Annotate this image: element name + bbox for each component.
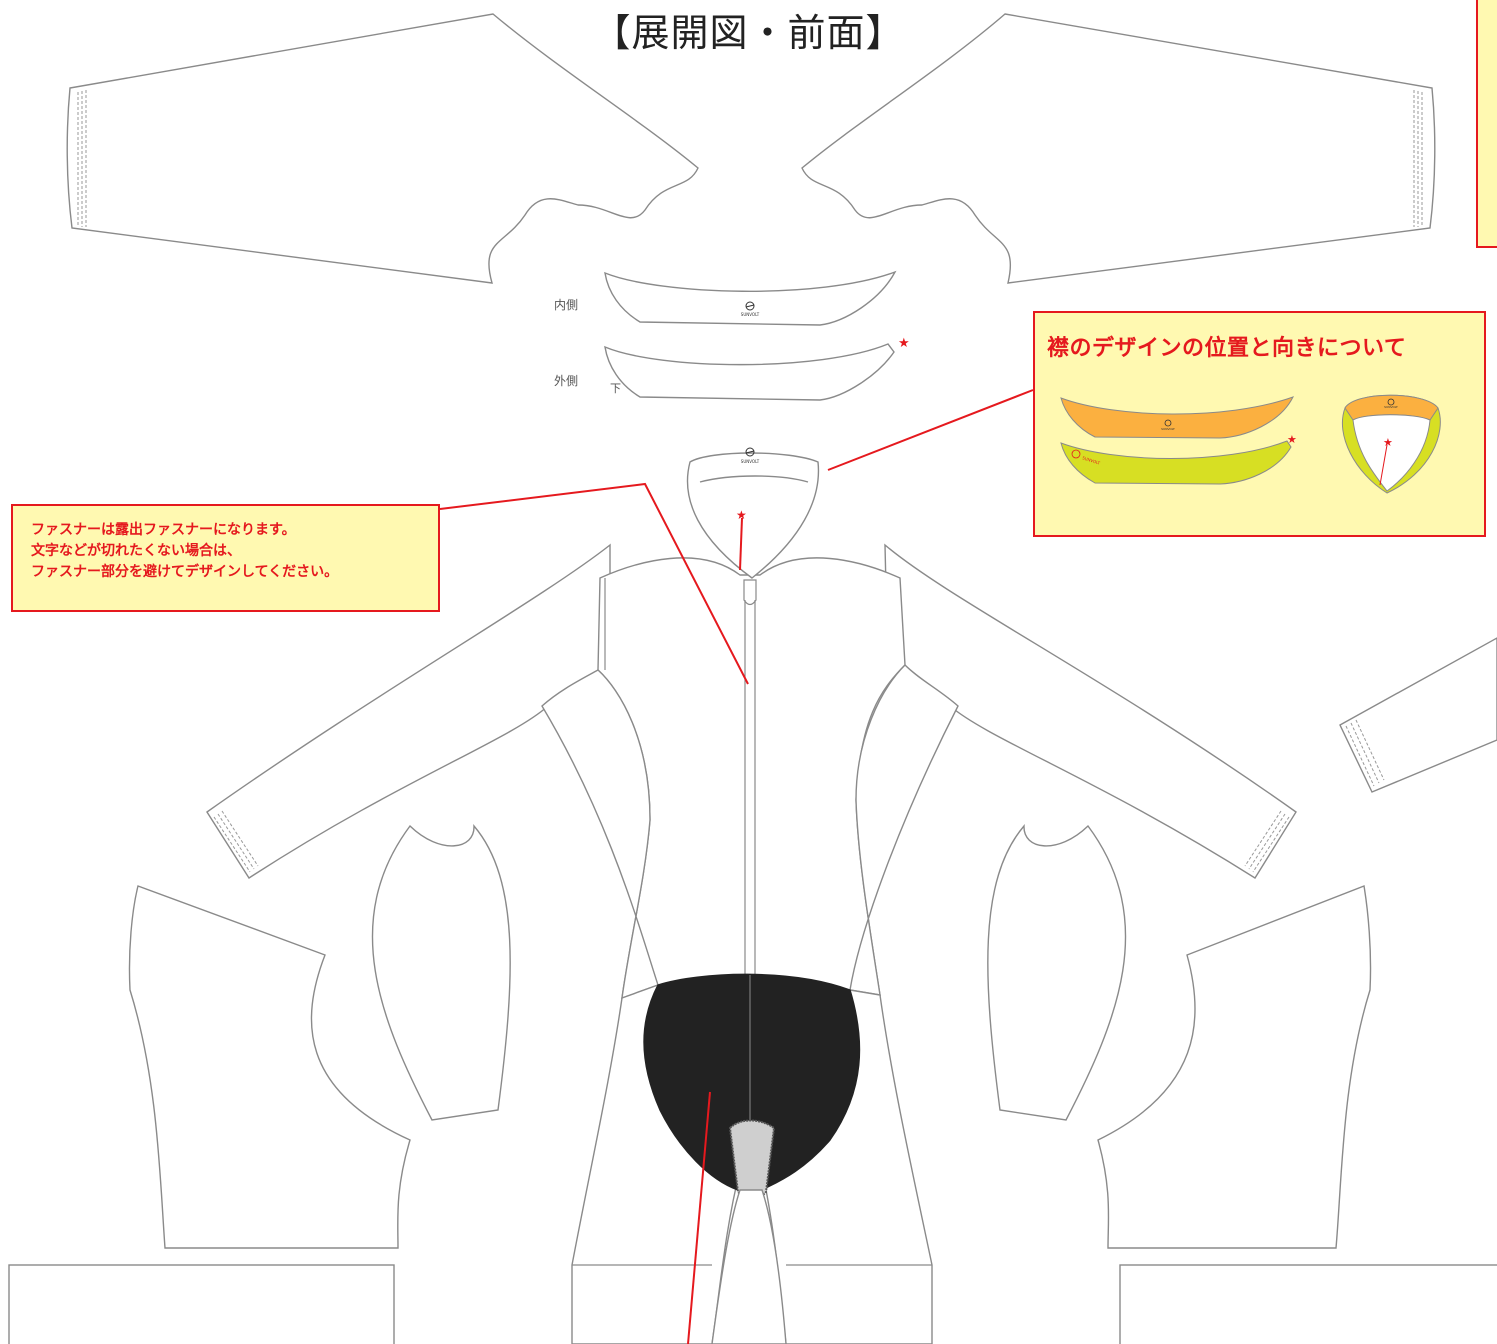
left-upper-sleeve xyxy=(66,13,699,284)
collar-design-note: 襟のデザインの位置と向きについて SUNVOLT SUNVOLT ★ SUNVO… xyxy=(1033,311,1486,537)
fastener-pointer xyxy=(439,482,749,685)
illustration-inner-collar xyxy=(1060,396,1295,439)
collar-inner-logo: SUNVOLT xyxy=(741,301,760,317)
left-lower-panel xyxy=(128,885,411,1249)
illustration-inner-brand: SUNVOLT xyxy=(1161,427,1175,431)
collar-note-heading: 襟のデザインの位置と向きについて xyxy=(1047,336,1407,361)
chamois-pad xyxy=(643,973,861,1191)
fastener-note: ファスナーは露出ファスナーになります。 文字などが切れたくない場合は、 ファスナ… xyxy=(11,504,440,612)
zipper-tab xyxy=(743,579,757,606)
right-lower-panel xyxy=(1097,885,1372,1249)
fastener-note-line-1: ファスナーは露出ファスナーになります。 xyxy=(31,522,296,538)
fastener-note-line-3: ファスナー部分を避けてデザインしてください。 xyxy=(31,564,339,580)
right-bottom-band xyxy=(1119,1264,1497,1344)
left-side-panel xyxy=(541,669,659,1000)
illustration-outer-brand: SUNVOLT xyxy=(1082,455,1102,466)
body-collar-brand: SUNVOLT xyxy=(741,459,760,464)
collar-inner-piece xyxy=(604,270,897,326)
right-long-sleeve xyxy=(884,543,1297,879)
label-inner-side: 内側 xyxy=(554,298,579,312)
collar-note-pointer xyxy=(827,389,1034,471)
chamois-insert xyxy=(728,1119,776,1199)
collar-illustration: SUNVOLT SUNVOLT ★ SUNVOLT ★ xyxy=(1060,394,1441,494)
illustration-assembled-star: ★ xyxy=(1383,436,1393,449)
illustration-outer-collar xyxy=(1060,440,1292,485)
right-edge-sleeve xyxy=(1339,637,1497,793)
collar-star-pointer xyxy=(739,517,743,571)
chamois-pointer xyxy=(687,1091,711,1344)
left-gusset xyxy=(371,824,511,1121)
label-outer-side: 外側 xyxy=(554,374,579,388)
body-collar-logo: SUNVOLT xyxy=(741,447,760,464)
illustration-star: ★ xyxy=(1287,433,1297,446)
left-bottom-band xyxy=(8,1264,395,1344)
collar-outer-piece xyxy=(604,343,895,401)
collar-inner-brand: SUNVOLT xyxy=(741,312,760,317)
fastener-note-line-2: 文字などが切れたくない場合は、 xyxy=(31,543,241,559)
body-star-mark: ★ xyxy=(736,508,747,522)
body-collar xyxy=(686,452,820,579)
right-side-panel xyxy=(849,664,959,996)
right-gusset xyxy=(987,824,1127,1121)
collar-star-mark: ★ xyxy=(898,336,910,351)
illustration-assembled-brand: SUNVOLT xyxy=(1384,405,1398,409)
page-title: 【展開図・前面】 xyxy=(592,11,905,55)
left-long-sleeve xyxy=(206,543,611,879)
partial-note-box xyxy=(1476,0,1497,248)
label-bottom-mark: 下 xyxy=(610,382,621,395)
right-upper-sleeve xyxy=(801,13,1436,284)
